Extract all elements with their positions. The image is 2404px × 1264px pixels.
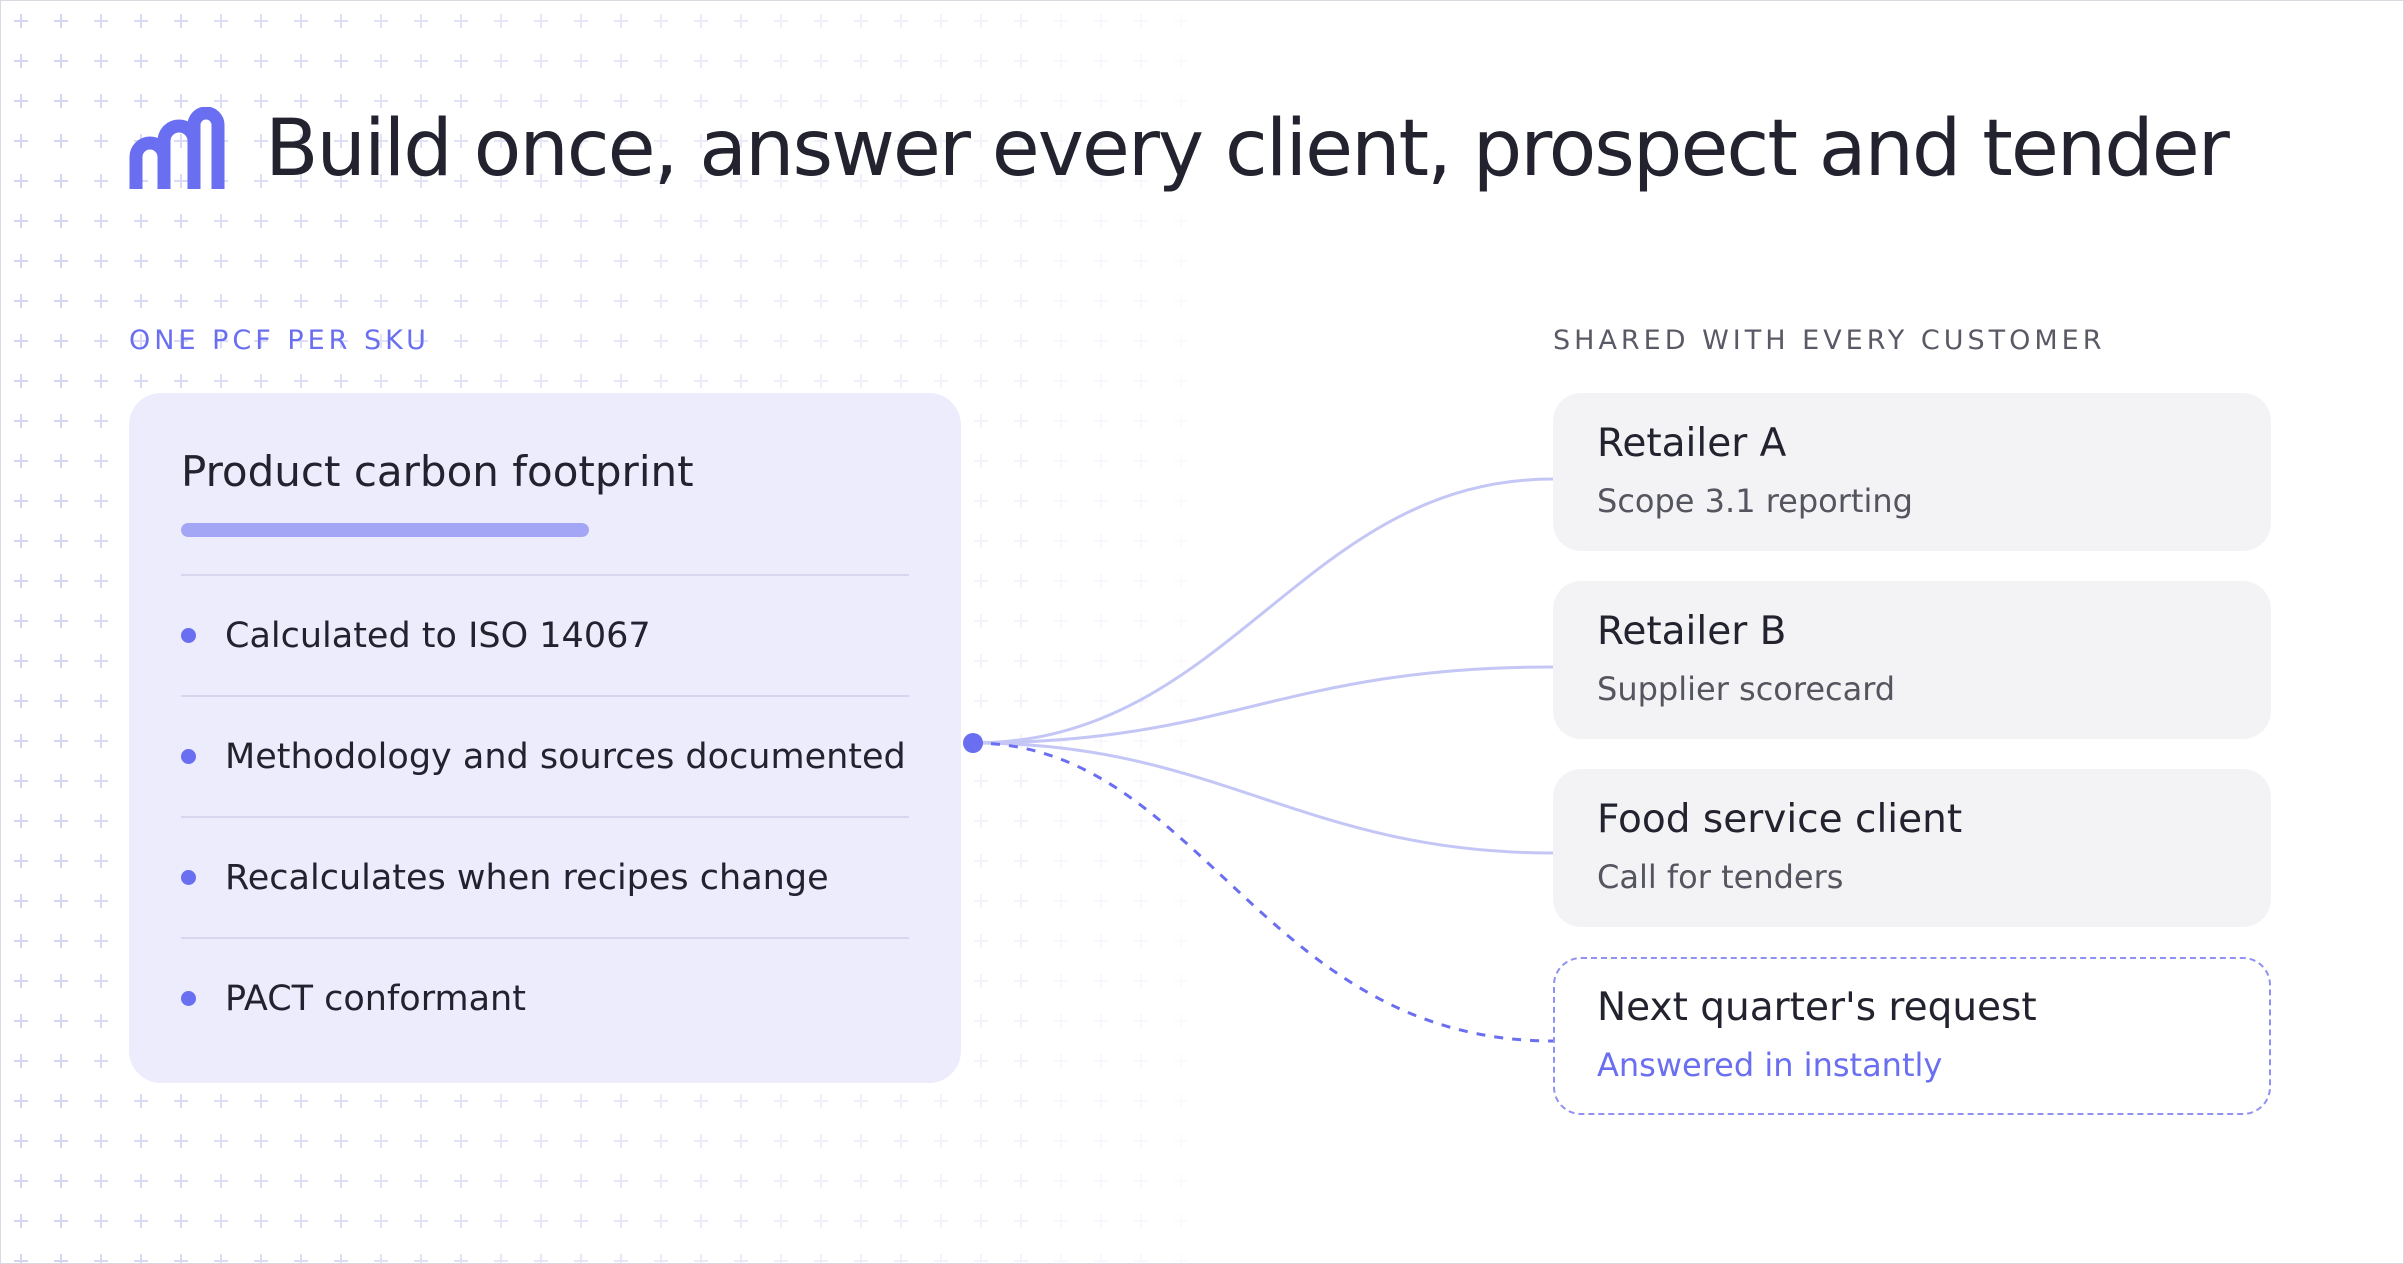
customer-name: Next quarter's request [1597,985,2037,1030]
customer-card-retailer-b: Retailer B Supplier scorecard [1553,581,2271,739]
customer-name: Food service client [1597,797,1963,842]
bullet-dot-icon [181,991,196,1006]
feature-item-recalculates: Recalculates when recipes change [181,816,909,937]
feature-text: Recalculates when recipes change [225,857,829,898]
connector-origin-dot [963,733,983,753]
feature-item-methodology: Methodology and sources documented [181,695,909,816]
feature-item-iso: Calculated to ISO 14067 [181,574,909,695]
plus-grid-mark [1174,14,1188,1263]
customer-card-retailer-a: Retailer A Scope 3.1 reporting [1553,393,2271,551]
customer-card-next-quarter: Next quarter's request Answered in insta… [1553,957,2271,1115]
feature-text: PACT conformant [225,978,526,1019]
customer-card-food-service: Food service client Call for tenders [1553,769,2271,927]
pcf-progress-fill [181,523,589,537]
left-section-label: ONE PCF PER SKU [129,325,430,356]
pcf-progress-bar [181,523,589,537]
customer-name: Retailer A [1597,421,1787,466]
feature-list: Calculated to ISO 14067 Methodology and … [181,574,909,1058]
customer-detail: Answered in instantly [1597,1046,1943,1084]
bullet-dot-icon [181,749,196,764]
connector-retailer-b [972,665,1554,745]
feature-item-pact: PACT conformant [181,937,909,1058]
customer-detail: Scope 3.1 reporting [1597,482,1913,520]
right-section-label: SHARED WITH EVERY CUSTOMER [1553,325,2106,356]
feature-text: Methodology and sources documented [225,736,906,777]
customer-detail: Call for tenders [1597,858,1844,896]
bullet-dot-icon [181,628,196,643]
customer-detail: Supplier scorecard [1597,670,1896,708]
customer-name: Retailer B [1597,609,1787,654]
pcf-card: Product carbon footprint Calculated to I… [129,393,961,1083]
plus-grid-mark [14,14,68,1263]
feature-text: Calculated to ISO 14067 [225,615,651,656]
plus-grid-mark [1054,14,1148,1263]
page-title: Build once, answer every client, prospec… [265,104,2230,194]
connector-retailer-a [972,477,1554,745]
bullet-dot-icon [181,870,196,885]
pcf-card-title: Product carbon footprint [181,447,694,496]
brand-arches-icon [129,107,225,189]
connector-food-service [972,741,1554,855]
connector-next-quarter [972,741,1554,1043]
